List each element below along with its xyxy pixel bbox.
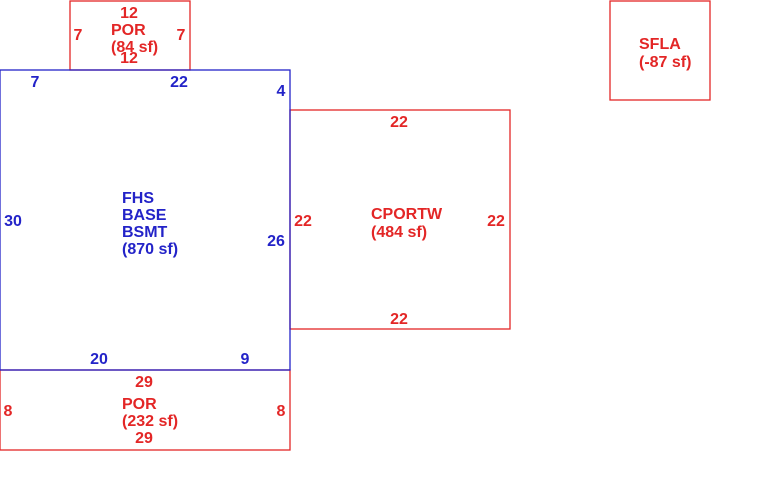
base-dim-top-right: 4 [277, 83, 286, 100]
base-outline [0, 69, 291, 371]
por-bottom-dim-left: 8 [4, 403, 13, 420]
base-label-line2: BASE [122, 207, 167, 224]
cportw-label: CPORTW [371, 206, 443, 223]
por-top-area-value: (84 sf) [111, 39, 158, 56]
por-top-area[interactable]: 12 7 7 POR (84 sf) 12 [69, 0, 191, 71]
base-dim-right: 26 [267, 233, 285, 250]
cportw-dim-bottom: 22 [390, 311, 408, 328]
cportw-area-value: (484 sf) [371, 224, 427, 241]
base-area[interactable]: 7 22 4 30 26 FHS BASE BSMT (870 sf) 20 9 [0, 69, 291, 371]
por-top-dim-right: 7 [177, 27, 186, 44]
cportw-dim-right: 22 [487, 213, 505, 230]
base-label-line1: FHS [122, 190, 154, 207]
base-dim-left: 30 [4, 213, 22, 230]
base-dim-bottom: 20 [90, 351, 108, 368]
cportw-dim-top: 22 [390, 114, 408, 131]
por-bottom-dim-right: 8 [277, 403, 286, 420]
sfla-outline [609, 0, 711, 101]
base-dim-bottom-right: 9 [241, 351, 250, 368]
sfla-area[interactable]: SFLA (-87 sf) [609, 0, 711, 101]
base-label-line3: BSMT [122, 224, 168, 241]
por-bottom-area-value: (232 sf) [122, 413, 178, 430]
por-bottom-area[interactable]: 29 8 8 POR (232 sf) 29 [0, 369, 291, 451]
por-bottom-dim-top: 29 [135, 374, 153, 391]
base-dim-top-left: 7 [31, 74, 40, 91]
cportw-area[interactable]: 22 22 22 CPORTW (484 sf) 22 [289, 109, 511, 330]
base-area-value: (870 sf) [122, 241, 178, 258]
sfla-label: SFLA [639, 36, 681, 53]
por-top-dim-bottom: 12 [120, 50, 138, 67]
por-bottom-dim-bottom: 29 [135, 430, 153, 447]
sfla-area-value: (-87 sf) [639, 54, 691, 71]
por-top-dim-left: 7 [74, 27, 83, 44]
por-bottom-label: POR [122, 396, 157, 413]
cportw-dim-left: 22 [294, 213, 312, 230]
por-top-label: POR [111, 22, 146, 39]
base-dim-top: 22 [170, 74, 188, 91]
por-top-dim-top: 12 [120, 5, 138, 22]
